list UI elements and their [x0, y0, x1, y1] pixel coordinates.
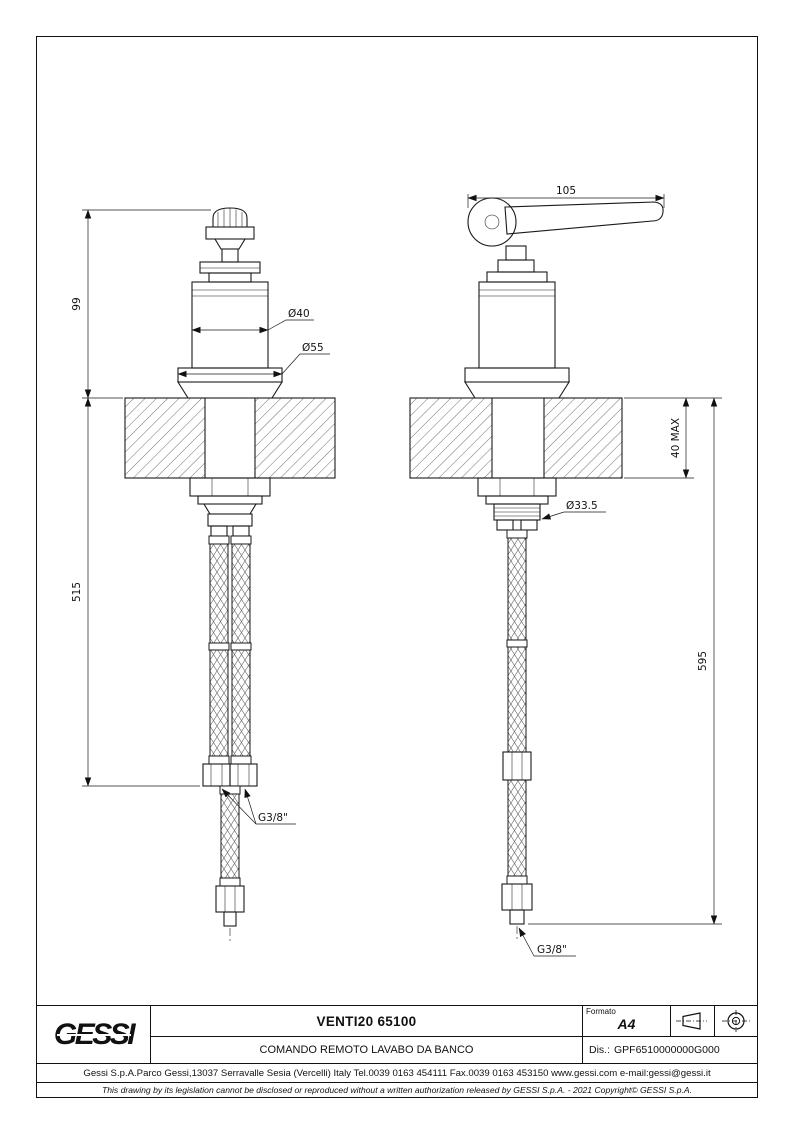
front-view: 99 515 Ø40 Ø55 G3/8"	[71, 207, 336, 944]
drawing-sheet-frame: GESSI VENTI20 65100 Formato A4	[36, 36, 758, 1098]
formato-value: A4	[617, 1015, 636, 1032]
dim-thread-g38-side: G3/8"	[537, 944, 567, 956]
dim-dia-55: Ø55	[302, 342, 324, 354]
fixing-nut-side	[477, 477, 557, 531]
drawing-title: VENTI20 65100	[151, 1006, 583, 1036]
technical-drawing: 99 515 Ø40 Ø55 G3/8"	[71, 185, 722, 957]
projection-symbols-cell	[671, 1006, 757, 1036]
dim-dia-40: Ø40	[288, 308, 310, 320]
dim-hose-515: 515	[71, 582, 83, 602]
flex-hoses-front	[202, 535, 258, 944]
dim-deck-40max: 40 MAX	[670, 418, 682, 458]
fixing-nut-front	[189, 477, 271, 537]
projection-cone-icon	[671, 1006, 714, 1036]
dimensions-front: 99 515 Ø40 Ø55 G3/8"	[71, 209, 330, 825]
title-block: GESSI VENTI20 65100 Formato A4	[37, 1005, 757, 1097]
gessi-logo: GESSI	[37, 1006, 151, 1063]
countertop-section-side	[409, 397, 623, 479]
projection-target-icon	[713, 1006, 758, 1036]
gessi-logo-slit	[56, 1034, 131, 1037]
countertop-section-front	[124, 397, 336, 479]
paper-format-cell: Formato A4	[583, 1006, 671, 1036]
title-block-main-row: GESSI VENTI20 65100 Formato A4	[37, 1006, 757, 1063]
dim-lever-105: 105	[556, 185, 576, 197]
drawing-description: COMANDO REMOTO LAVABO DA BANCO	[151, 1037, 583, 1063]
side-view: 105 40 MAX Ø33.5 595 G3/8"	[409, 185, 722, 957]
dim-height-99: 99	[71, 297, 83, 310]
drawing-number-cell: Dis.: GPF6510000000G000	[583, 1037, 757, 1063]
copyright-disclaimer: This drawing by its legislation cannot b…	[37, 1082, 757, 1097]
handle-front	[205, 207, 255, 263]
valve-body-side	[464, 271, 570, 399]
flex-hose-side	[501, 529, 533, 940]
company-address: Gessi S.p.A.Parco Gessi,13037 Serravalle…	[37, 1063, 757, 1082]
dis-value: GPF6510000000G000	[614, 1044, 720, 1056]
dim-dia-335: Ø33.5	[566, 500, 598, 512]
lever-handle-side	[467, 197, 664, 273]
dim-total-595: 595	[697, 651, 709, 671]
dimensions-side: 105 40 MAX Ø33.5 595 G3/8"	[467, 185, 722, 957]
title-block-center: VENTI20 65100 Formato A4	[151, 1006, 757, 1063]
dis-label: Dis.:	[589, 1044, 610, 1056]
dim-thread-g38-front: G3/8"	[258, 812, 288, 824]
formato-label: Formato	[586, 1007, 616, 1016]
